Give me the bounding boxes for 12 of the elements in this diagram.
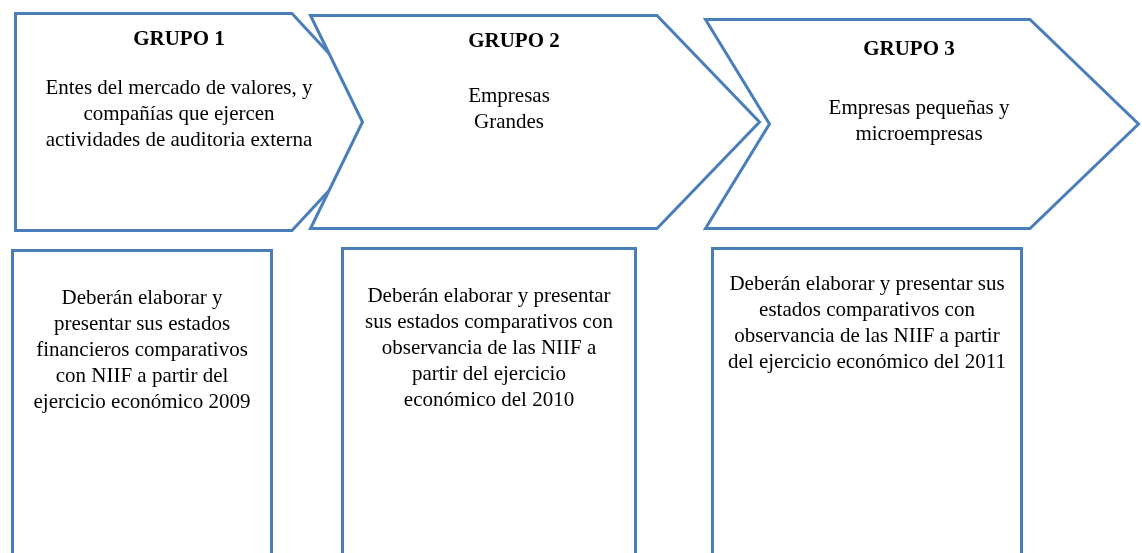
- requirement-text: Deberán elaborar y presentar sus estados comparativos con observancia de las NIIF a partir del ejercicio económico del 2011: [728, 270, 1006, 374]
- text-box: [711, 247, 1023, 553]
- requirement-text: Deberán elaborar y presentar sus estados comparativos con observancia de las NIIF a partir del ejercicio económico del 2010: [364, 282, 614, 412]
- group-description: Entes del mercado de valores, y compañías que ejercen actividades de auditoria externa: [44, 74, 314, 152]
- group-heading: GRUPO 1: [132, 26, 226, 51]
- text-box: [11, 249, 273, 553]
- group-heading: GRUPO 3: [862, 36, 956, 61]
- group-description: Empresas pequeñas y microempresas: [827, 94, 1011, 146]
- requirement-text: Deberán elaborar y presentar sus estados financieros comparativos con NIIF a partir del ejercicio económico 2009: [32, 284, 252, 414]
- group-description: Empresas Grandes: [467, 82, 551, 134]
- group-heading: GRUPO 2: [467, 28, 561, 53]
- text-box: [341, 247, 637, 553]
